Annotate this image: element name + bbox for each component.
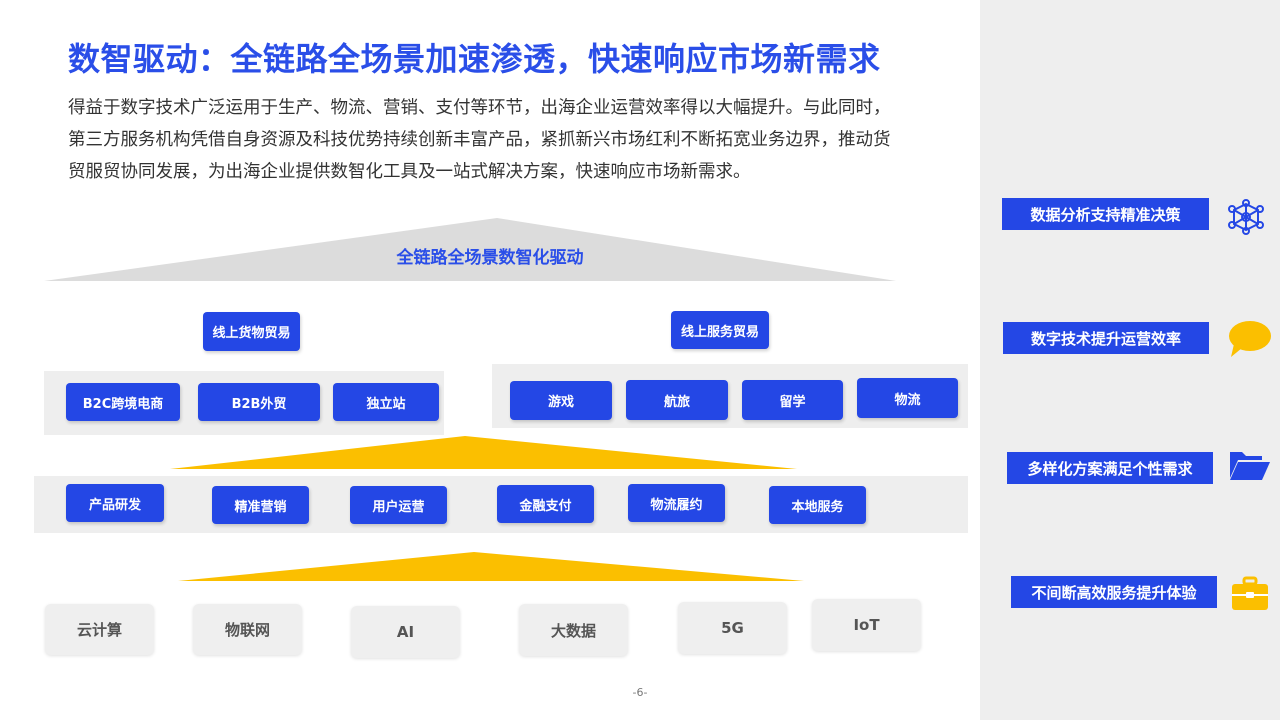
yellow-wedge-lower [178, 552, 804, 581]
service-item-travel: 航旅 [626, 380, 728, 420]
top-banner-triangle [44, 218, 896, 281]
capability-user-ops: 用户运营 [350, 486, 447, 524]
intro-line-1: 得益于数字技术广泛运用于生产、物流、营销、支付等环节，出海企业运营效率得以大幅提… [68, 98, 891, 118]
feature-data-analysis: 数据分析支持精准决策 [1002, 198, 1209, 230]
intro-line-3: 贸服贸协同发展，为出海企业提供数智化工具及一站式解决方案，快速响应市场新需求。 [68, 162, 751, 182]
capability-marketing: 精准营销 [212, 486, 309, 524]
tech-iot-cn: 物联网 [193, 604, 302, 655]
network-icon [1228, 199, 1264, 235]
page-number: -6- [632, 686, 648, 699]
goods-item-b2c: B2C跨境电商 [66, 383, 180, 421]
intro-paragraph: 得益于数字技术广泛运用于生产、物流、营销、支付等环节，出海企业运营效率得以大幅提… [68, 92, 958, 188]
diagram-shapes [44, 218, 896, 581]
yellow-wedge-upper [170, 436, 797, 469]
capability-local-service: 本地服务 [769, 486, 866, 524]
feature-continuous-service: 不间断高效服务提升体验 [1011, 576, 1217, 608]
capability-rnd: 产品研发 [66, 484, 164, 522]
briefcase-icon [1232, 576, 1268, 610]
service-item-study: 留学 [742, 380, 843, 420]
tech-cloud: 云计算 [45, 604, 154, 655]
tech-5g: 5G [678, 602, 787, 654]
goods-item-standalone: 独立站 [333, 383, 439, 421]
tech-iot: IoT [812, 599, 921, 651]
banner-label: 全链路全场景数智化驱动 [396, 248, 584, 268]
tech-big-data: 大数据 [519, 604, 628, 656]
folder-icon [1230, 452, 1270, 480]
service-trade-header: 线上服务贸易 [671, 311, 769, 349]
capability-payment: 金融支付 [497, 485, 594, 523]
goods-item-b2b: B2B外贸 [198, 383, 320, 421]
right-sidebar-panel [980, 0, 1280, 720]
service-item-logistics: 物流 [857, 378, 958, 418]
feature-diverse-solutions: 多样化方案满足个性需求 [1007, 452, 1213, 484]
tech-ai: AI [351, 606, 460, 658]
feature-digital-efficiency: 数字技术提升运营效率 [1003, 322, 1209, 354]
goods-trade-header: 线上货物贸易 [203, 312, 300, 351]
service-item-games: 游戏 [510, 381, 612, 420]
capability-fulfillment: 物流履约 [628, 484, 725, 522]
page-title: 数智驱动：全链路全场景加速渗透，快速响应市场新需求 [68, 40, 881, 78]
speech-bubble-icon [1229, 321, 1271, 357]
intro-line-2: 第三方服务机构凭借自身资源及科技优势持续创新丰富产品，紧抓新兴市场红利不断拓宽业… [68, 130, 891, 150]
